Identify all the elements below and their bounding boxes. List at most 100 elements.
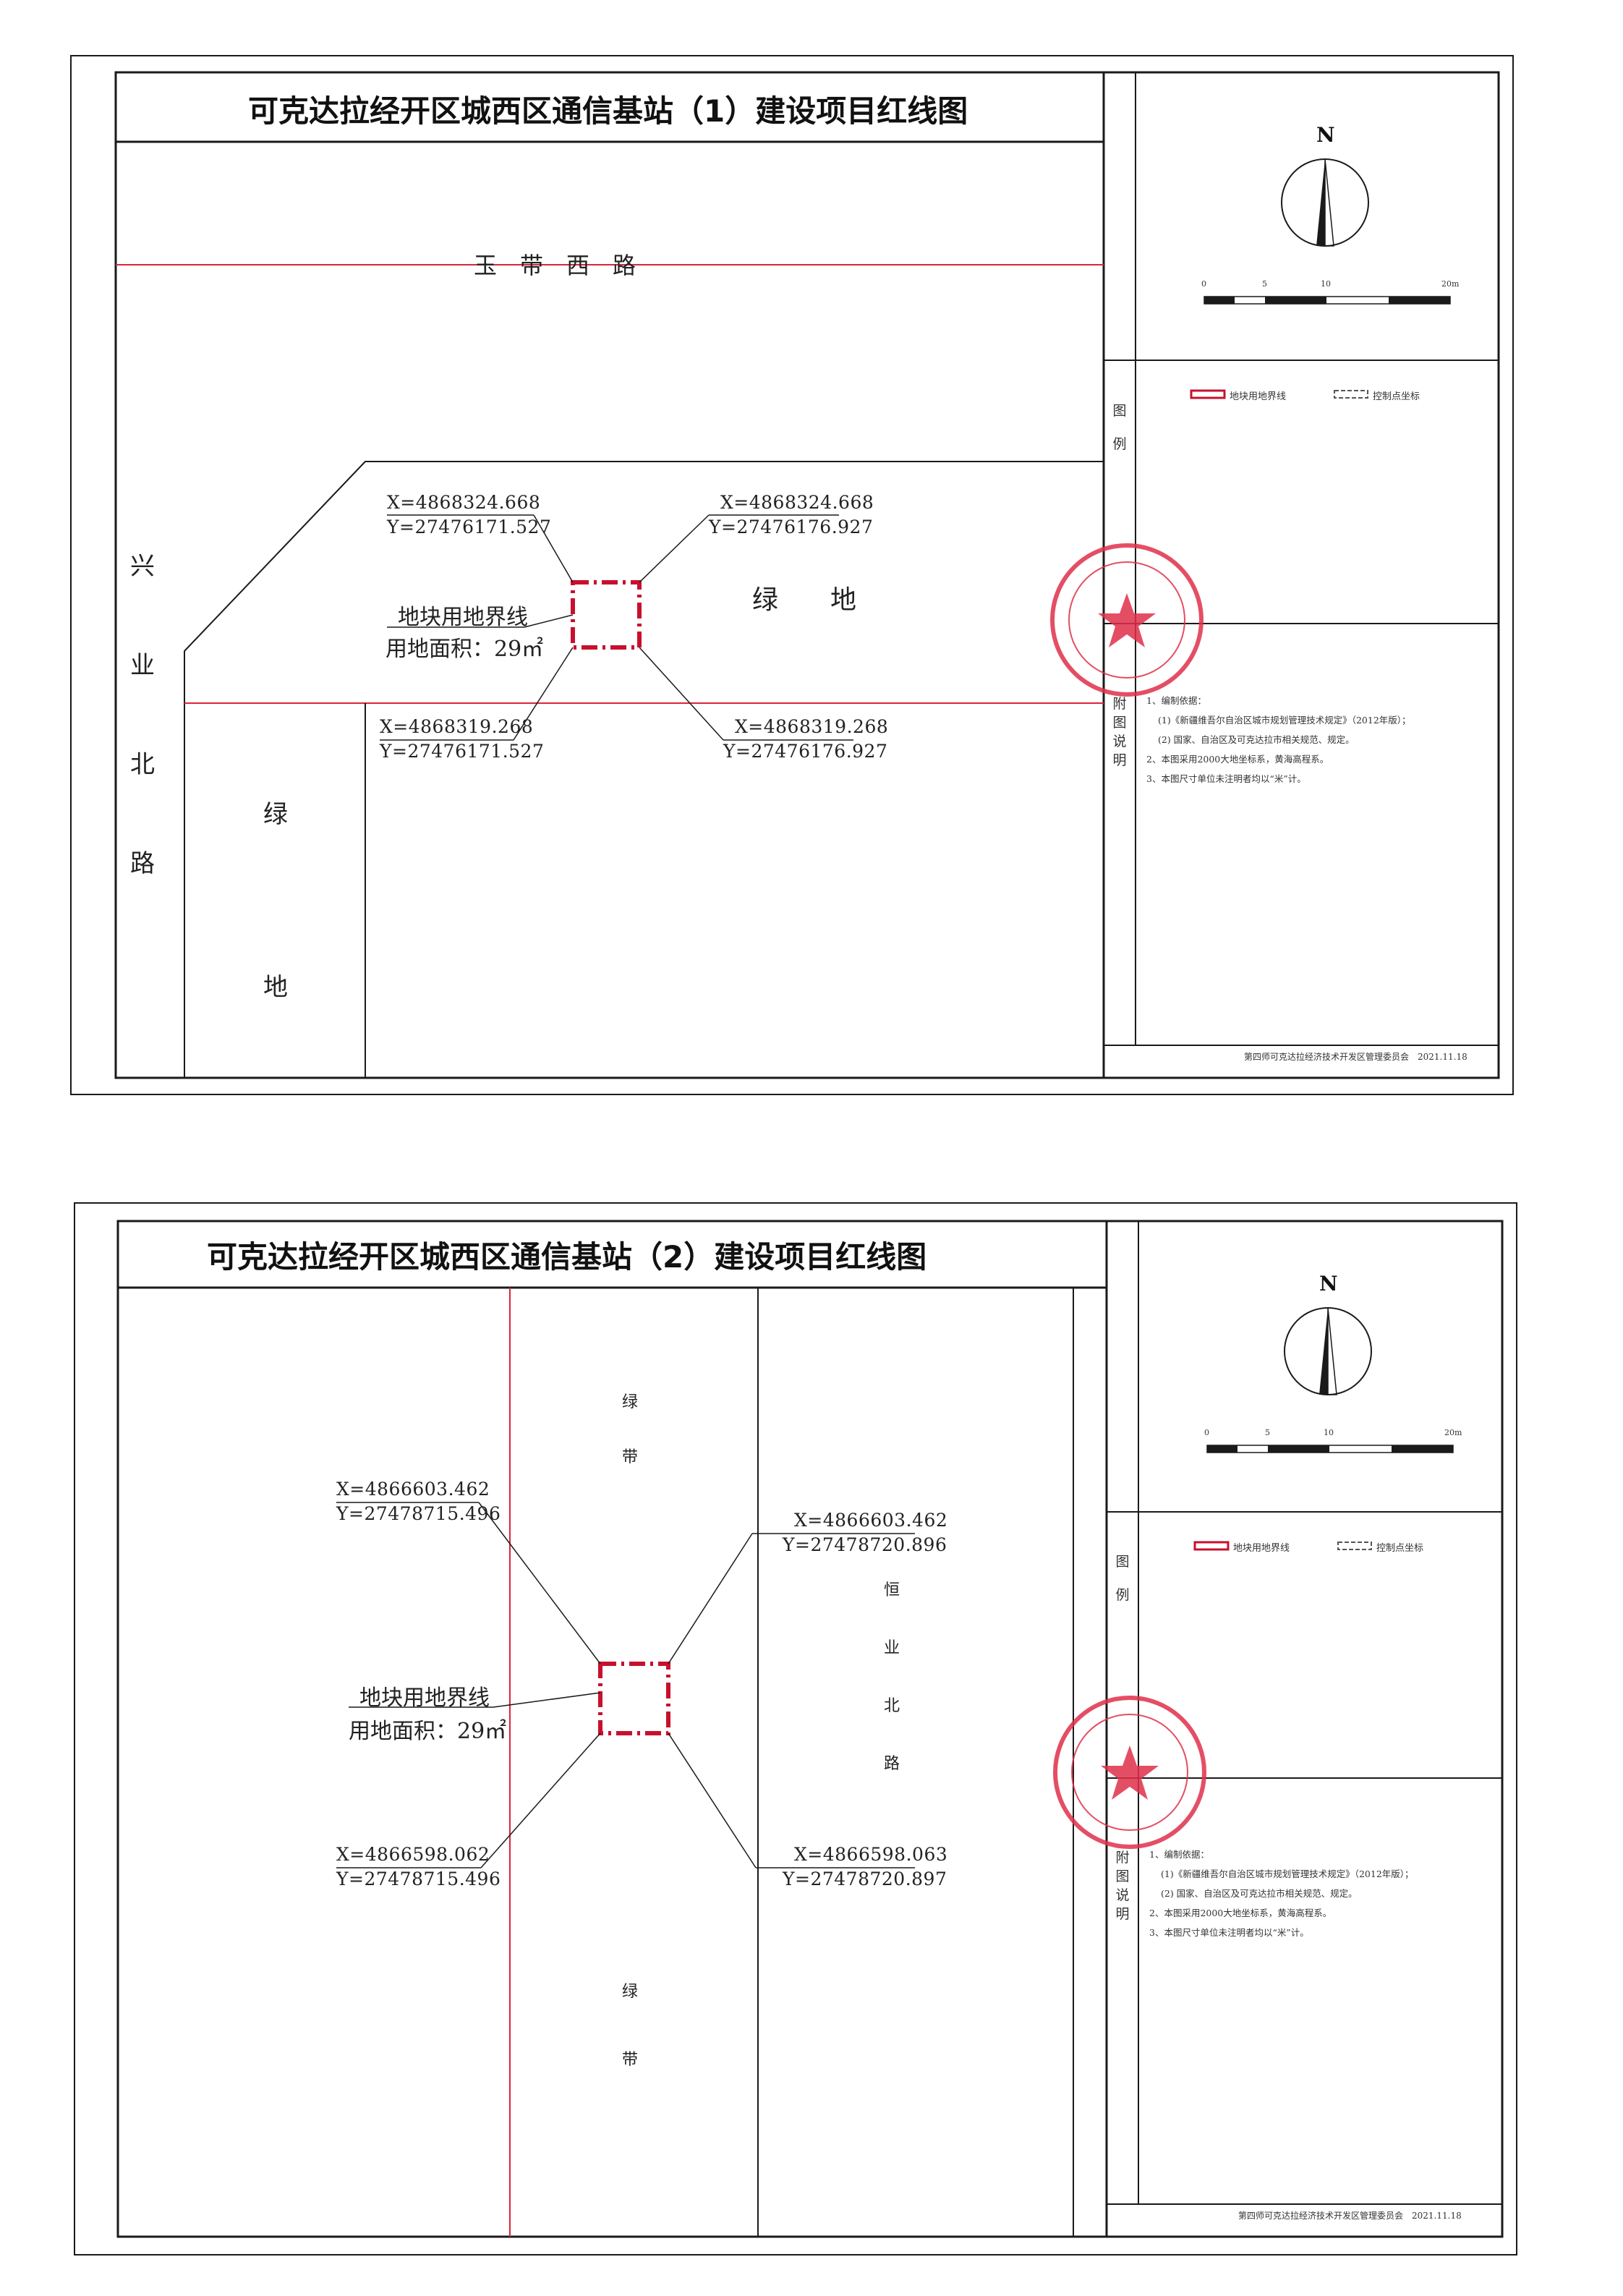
scale-tick: 10 xyxy=(1321,279,1331,289)
legend-title-char: 例 xyxy=(1112,436,1127,452)
road-char: 北 xyxy=(884,1697,900,1715)
coord-y: Y=27476176.927 xyxy=(723,741,888,762)
page-title: 可克达拉经开区城西区通信基站（1）建设项目红线图 xyxy=(248,93,968,129)
coord-x: X=4868324.668 xyxy=(720,492,874,513)
sheet-1-drawing xyxy=(70,55,1514,1095)
notes-list: 1、编制依据： (1)《新疆维吾尔自治区城市规划管理技术规定》（2012年版）；… xyxy=(1149,1845,1414,1942)
coord-x: X=4868324.668 xyxy=(387,492,541,513)
note-line: 1、编制依据： xyxy=(1146,695,1206,706)
seal-icon xyxy=(1050,543,1204,697)
road-char: 路 xyxy=(884,1755,900,1773)
sheet-2-drawing xyxy=(74,1202,1517,2255)
plot-boundary xyxy=(571,580,642,650)
coord-x: X=4866598.063 xyxy=(794,1844,948,1865)
road-name-right: 恒 业 北 路 xyxy=(884,1577,900,1774)
notes-title-char: 明 xyxy=(1112,752,1127,768)
legend-title-char: 图 xyxy=(1112,403,1127,419)
notes-title-char: 附 xyxy=(1112,696,1127,712)
greenbelt-char: 绿 xyxy=(263,800,288,829)
note-line: (1)《新疆维吾尔自治区城市规划管理技术规定》（2012年版）； xyxy=(1158,715,1411,726)
notes-list: 1、编制依据： (1)《新疆维吾尔自治区城市规划管理技术规定》（2012年版）；… xyxy=(1146,691,1411,788)
note-line: 3、本图尺寸单位未注明者均以“米”计。 xyxy=(1149,1927,1309,1938)
coord-bottom-left: X=4866598.062 Y=27478715.496 xyxy=(336,1842,500,1892)
greenbelt-label-right: 绿 地 xyxy=(752,585,857,615)
road-char: 业 xyxy=(130,651,155,680)
legend-boundary: 地块用地界线 xyxy=(1233,1543,1290,1554)
notes-title-char: 明 xyxy=(1115,1906,1130,1922)
scale-tick: 0 xyxy=(1201,279,1206,289)
legend-control-point: 控制点坐标 xyxy=(1376,1543,1424,1554)
road-char: 业 xyxy=(884,1639,900,1657)
greenbelt-char: 绿 xyxy=(622,1983,639,2001)
coord-y: Y=27478715.496 xyxy=(336,1868,501,1889)
coord-y: Y=27478720.897 xyxy=(783,1868,947,1889)
scale-tick: 10 xyxy=(1324,1428,1334,1437)
road-char: 路 xyxy=(130,849,155,878)
notes-title-char: 附 xyxy=(1115,1850,1130,1866)
seal-icon xyxy=(1053,1696,1206,1849)
greenbelt-char: 绿 xyxy=(622,1393,639,1411)
plot-boundary xyxy=(598,1662,670,1735)
greenbelt-label-bottom: 绿 带 xyxy=(622,1978,638,2070)
coord-y: Y=27476176.927 xyxy=(709,516,874,537)
scale-bar-icon xyxy=(1206,1445,1454,1453)
coord-bottom-right: X=4868319.268 Y=27476176.927 xyxy=(723,715,888,764)
legend-title-char: 例 xyxy=(1115,1587,1130,1603)
greenbelt-label-left: 绿 地 xyxy=(263,794,288,1003)
legend-title: 图 例 xyxy=(1115,1552,1130,1604)
note-line: (1)《新疆维吾尔自治区城市规划管理技术规定》（2012年版）； xyxy=(1161,1868,1414,1879)
north-label: N xyxy=(1316,123,1335,147)
sheet-2: 可克达拉经开区城西区通信基站（2）建设项目红线图 绿 带 绿 带 恒 业 北 路… xyxy=(0,1143,1623,2271)
notes-title-char: 说 xyxy=(1112,734,1127,749)
notes-title: 附 图 说 明 xyxy=(1115,1848,1130,1923)
greenbelt-char: 地 xyxy=(263,973,288,1002)
coord-bottom-right: X=4866598.063 Y=27478720.897 xyxy=(783,1842,947,1892)
note-line: (2) 国家、自治区及可克达拉市相关规范、规定。 xyxy=(1158,734,1355,745)
greenbelt-label-top: 绿 带 xyxy=(622,1389,638,1467)
scale-tick: 5 xyxy=(1265,1428,1270,1437)
greenbelt-char: 带 xyxy=(622,1448,639,1466)
sheet-1: 可克达拉经开区城西区通信基站（1）建设项目红线图 玉 带 西 路 兴 业 北 路… xyxy=(0,0,1623,1114)
notes-title-char: 图 xyxy=(1115,1868,1130,1884)
note-line: (2) 国家、自治区及可克达拉市相关规范、规定。 xyxy=(1161,1888,1358,1899)
road-name-top: 玉 带 西 路 xyxy=(474,252,636,279)
coord-y: Y=27476171.527 xyxy=(380,741,545,762)
coord-x: X=4866598.062 xyxy=(336,1844,490,1865)
area-label: 用地面积：29㎡ xyxy=(385,637,544,662)
boundary-label: 地块用地界线 xyxy=(398,605,528,630)
coord-y: Y=27476171.527 xyxy=(387,516,552,537)
notes-title-char: 图 xyxy=(1112,715,1127,731)
note-line: 1、编制依据： xyxy=(1149,1849,1209,1860)
greenbelt-char: 带 xyxy=(622,2051,639,2069)
page-title: 可克达拉经开区城西区通信基站（2）建设项目红线图 xyxy=(207,1239,927,1275)
road-char: 兴 xyxy=(130,552,155,581)
road-name-left: 兴 业 北 路 xyxy=(130,546,155,879)
coord-x: X=4866603.462 xyxy=(794,1510,948,1531)
legend-boundary: 地块用地界线 xyxy=(1230,391,1287,402)
scale-bar-icon xyxy=(1204,296,1451,305)
coord-x: X=4866603.462 xyxy=(336,1479,490,1500)
legend-title-char: 图 xyxy=(1115,1554,1130,1570)
coord-x: X=4868319.268 xyxy=(380,716,534,737)
notes-title: 附 图 说 明 xyxy=(1112,694,1128,770)
boundary-label: 地块用地界线 xyxy=(359,1685,490,1711)
footer-text: 第四师可克达拉经济技术开发区管理委员会 2021.11.18 xyxy=(1238,2211,1462,2221)
coord-top-left: X=4866603.462 Y=27478715.496 xyxy=(336,1477,500,1526)
coord-top-right: X=4868324.668 Y=27476176.927 xyxy=(709,490,874,540)
footer-text: 第四师可克达拉经济技术开发区管理委员会 2021.11.18 xyxy=(1244,1052,1467,1062)
north-label: N xyxy=(1319,1272,1338,1296)
note-line: 2、本图采用2000大地坐标系，黄海高程系。 xyxy=(1146,754,1329,765)
note-line: 2、本图采用2000大地坐标系，黄海高程系。 xyxy=(1149,1908,1332,1918)
road-char: 北 xyxy=(130,750,155,779)
scale-tick: 20m xyxy=(1444,1428,1462,1437)
note-line: 3、本图尺寸单位未注明者均以“米”计。 xyxy=(1146,773,1306,784)
area-label: 用地面积：29㎡ xyxy=(349,1719,507,1744)
legend-title: 图 例 xyxy=(1112,401,1128,454)
coord-x: X=4868319.268 xyxy=(735,716,889,737)
legend-control-point: 控制点坐标 xyxy=(1373,391,1420,402)
scale-tick: 0 xyxy=(1204,1428,1209,1437)
coord-top-right: X=4866603.462 Y=27478720.896 xyxy=(783,1508,947,1557)
coord-bottom-left: X=4868319.268 Y=27476171.527 xyxy=(380,715,544,764)
coord-top-left: X=4868324.668 Y=27476171.527 xyxy=(387,490,551,540)
road-char: 恒 xyxy=(884,1581,900,1599)
